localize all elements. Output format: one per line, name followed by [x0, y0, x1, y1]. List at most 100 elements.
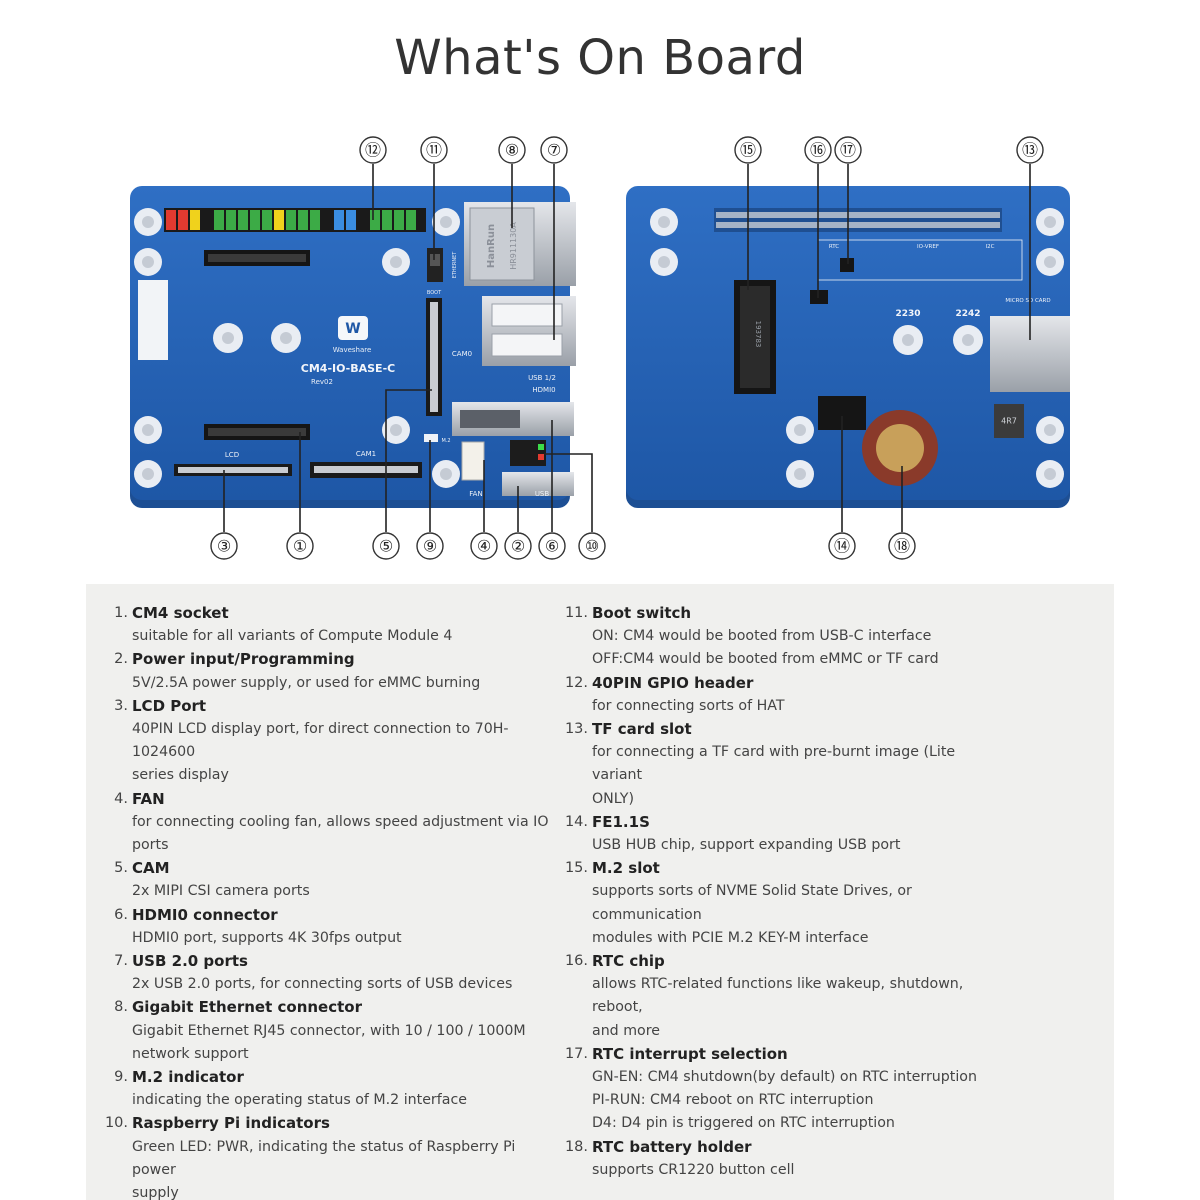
callout-17: ⑰ [840, 141, 856, 160]
usb-hdmi-label: USB 1/2 [528, 374, 556, 382]
cm4-socket-top-pins [208, 254, 306, 262]
callout-8-ring [498, 136, 526, 164]
usb-c-power [502, 472, 574, 496]
usb-port-bottom [491, 333, 563, 357]
legend-item-number: 15. [564, 860, 588, 877]
legend-item: 1.CM4 socket suitable for all variants of… [104, 602, 554, 648]
board-brand-label: Waveshare [333, 346, 372, 354]
legend-item-description: series display [132, 767, 229, 784]
legend-item-description: 2x USB 2.0 ports, for connecting sorts o… [132, 976, 513, 993]
callouts-left-top: ⑫ ⑪ ⑧ ⑦ [359, 136, 568, 340]
rtc-label: RTC [829, 244, 839, 250]
legend-item-description: for connecting sorts of HAT [592, 697, 785, 714]
legend-item-number: 11. [564, 605, 588, 621]
usb-label: USB [535, 490, 550, 498]
callouts-right-bottom: ⑭ ⑱ [828, 416, 916, 560]
i2c-label: I2C [986, 244, 995, 250]
board-rev-label: Rev02 [311, 378, 333, 386]
callout-16-ring [804, 136, 832, 164]
legend-item-description: modules with PCIE M.2 KEY-M interface [592, 929, 869, 946]
slot-2230-label: 2230 [895, 309, 920, 319]
callout-13-ring [1016, 136, 1044, 164]
gpio-header [164, 208, 426, 232]
legend-item-number: 4. [114, 790, 128, 807]
callout-16: ⑯ [810, 141, 826, 160]
legend-item-title: CM4 socket [132, 604, 229, 622]
callout-3: ③ [217, 537, 231, 556]
board-model-label: CM4-IO-BASE-C [301, 362, 395, 375]
callout-2: ② [511, 537, 525, 556]
legend-item-title: RTC battery holder [592, 1137, 752, 1156]
callout-6: ⑥ [545, 537, 559, 556]
board-diagram: W Waveshare CM4-IO-BASE-C Rev02 LCD CAM1… [0, 120, 1200, 580]
back-board: 193783 RTC IO-VREF I2C 2230 2242 MICRO S… [626, 186, 1070, 508]
legend-item-description: PI-RUN: CM4 reboot on RTC interruption [592, 1092, 874, 1109]
legend-item: 7.USB 2.0 ports 2x USB 2.0 ports, for con… [104, 950, 554, 996]
waveshare-logo: W [338, 316, 368, 340]
callout-7-ring [540, 136, 568, 164]
cam1-port-contacts [314, 466, 418, 473]
callout-11-ring [420, 136, 448, 164]
legend-item-number: 1. [114, 605, 128, 621]
callout-4: ④ [477, 537, 491, 556]
legend-item-number: 18. [564, 1138, 588, 1155]
callout-2-ring [504, 532, 532, 560]
legend-item-title: FAN [132, 789, 165, 808]
boot-label: BOOT [427, 290, 442, 296]
legend-item-description: HDMI0 port, supports 4K 30fps output [132, 929, 402, 946]
legend-item-number: 5. [114, 860, 128, 877]
legend-item-description: supports CR1220 button cell [592, 1161, 795, 1178]
lcd-label: LCD [225, 451, 239, 459]
boot-switch-knob [430, 254, 440, 266]
callout-12: ⑫ [365, 141, 381, 160]
callouts-left-bottom: ③ ① ⑤ ⑨ ④ ② ⑥ ⑩ [210, 389, 606, 560]
legend-item-description: D4: D4 pin is triggered on RTC interrupt… [592, 1115, 895, 1132]
back-board-pcb [626, 186, 1070, 500]
callout-10-ring [578, 532, 606, 560]
legend-item: 5.CAM 2x MIPI CSI camera ports [104, 857, 554, 903]
legend-item-description: Green LED: PWR, indicating the status of… [132, 1138, 516, 1178]
legend-item-description: 2x MIPI CSI camera ports [132, 883, 310, 900]
page-title: What's On Board [394, 30, 806, 86]
legend-item-number: 2. [114, 651, 128, 668]
led-block [510, 440, 546, 466]
legend-item-title: CAM [132, 859, 170, 878]
rtc-chip [810, 290, 828, 304]
rj45-brand: HanRun [486, 224, 497, 268]
lcd-port-contacts [178, 467, 288, 473]
legend-item-title: USB 2.0 ports [132, 952, 248, 971]
legend-column-left: 1.CM4 socket suitable for all variants of… [104, 602, 554, 1200]
legend-item-description: suitable for all variants of Compute Mod… [132, 628, 453, 645]
callout-18-ring [888, 532, 916, 560]
legend-item: 18.RTC battery holder supports CR1220 but… [564, 1136, 1004, 1182]
slot-2242-label: 2242 [955, 309, 980, 319]
legend-item-description: ports [132, 837, 169, 854]
legend-item-body: USB 2.0 ports 2x USB 2.0 ports, for conne… [132, 950, 554, 996]
leader-10 [544, 453, 593, 532]
legend-item-number: 7. [114, 953, 128, 970]
rtc-jumper [840, 258, 854, 272]
legend-item-title: M.2 indicator [132, 1068, 244, 1087]
callout-1-ring [286, 532, 314, 560]
usb-port-top [491, 303, 563, 327]
legend-item-number: 6. [114, 906, 128, 923]
legend-item-number: 17. [564, 1045, 588, 1062]
m2-indicator [424, 434, 438, 442]
sd-card-label: MICRO SD CARD [1005, 298, 1050, 304]
legend-item-title: TF card slot [592, 720, 692, 739]
legend-item-number: 10. [104, 1115, 128, 1132]
legend-item-body: CAM 2x MIPI CSI camera ports [132, 857, 554, 903]
